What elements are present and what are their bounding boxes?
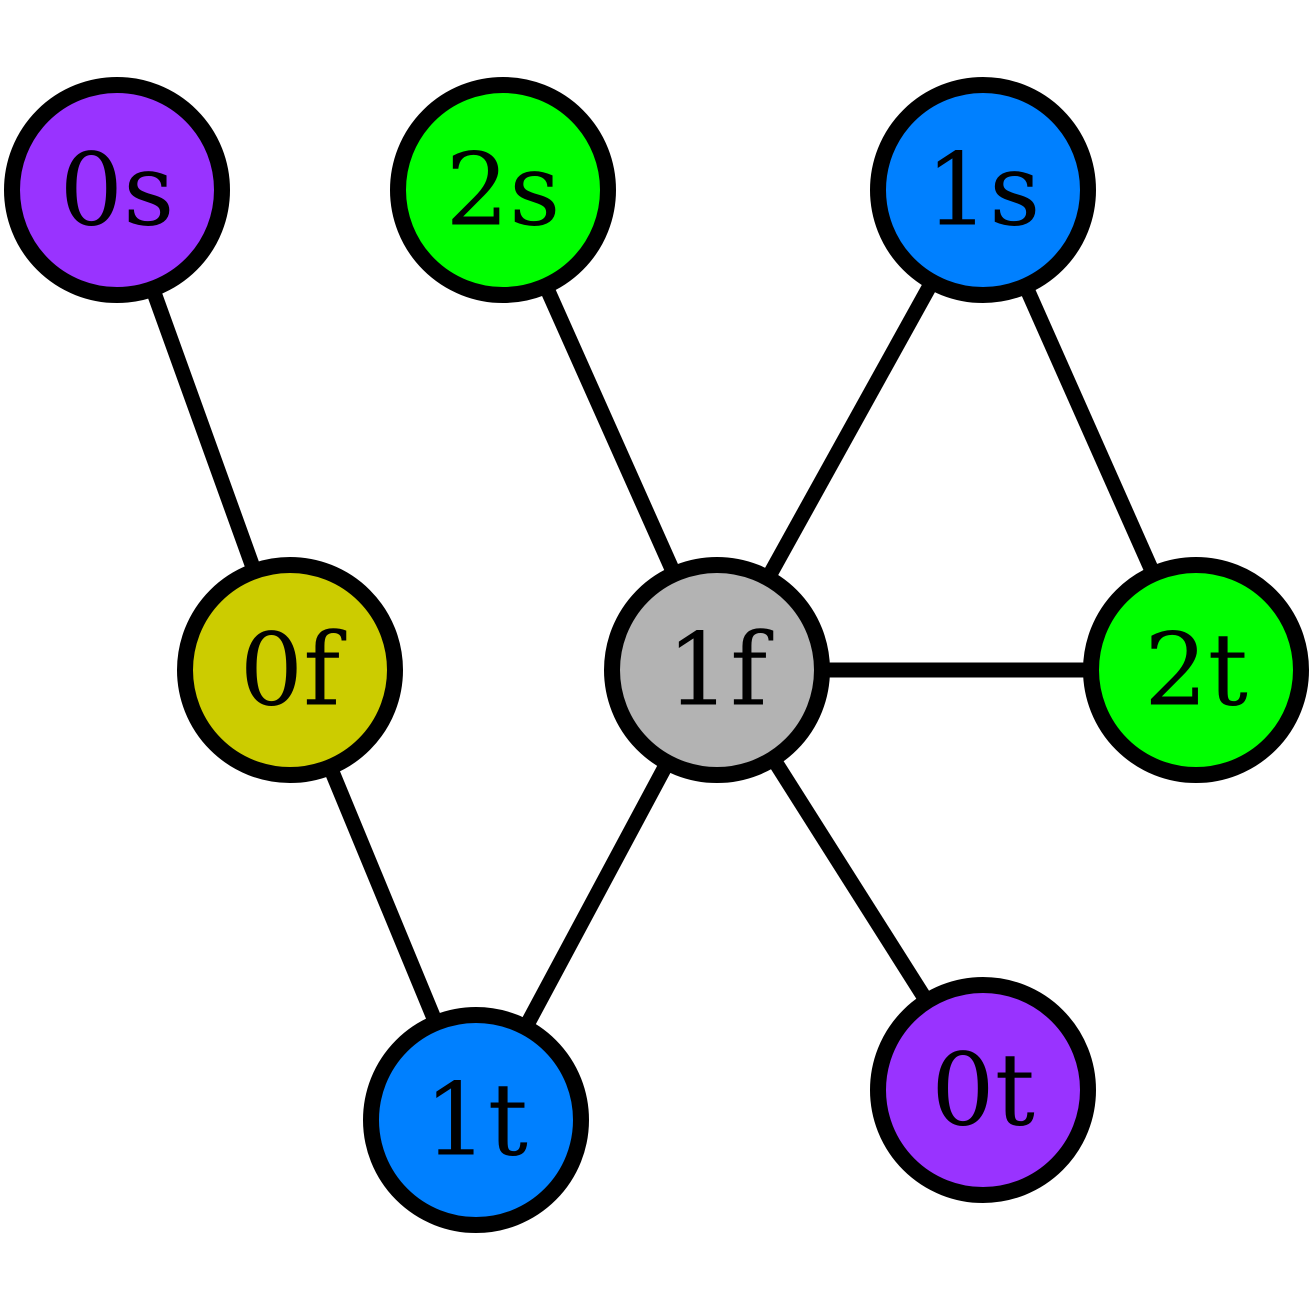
node-label-1t: 1t — [424, 1062, 528, 1179]
node-label-0s: 0s — [60, 132, 175, 249]
node-circle-1t — [363, 1007, 589, 1233]
node-label-1s: 1s — [926, 132, 1041, 249]
node-label-1f: 1f — [667, 612, 775, 729]
node-circle-1s — [870, 77, 1096, 303]
node-label-0t: 0t — [931, 1032, 1035, 1149]
node-circle-0t — [870, 977, 1096, 1203]
node-1s: 1s — [870, 77, 1096, 303]
node-circle-0f — [177, 557, 403, 783]
node-circle-1f — [604, 557, 830, 783]
node-0s: 0s — [4, 77, 230, 303]
node-label-0f: 0f — [240, 612, 348, 729]
node-label-2t: 2t — [1144, 612, 1248, 729]
node-0t: 0t — [870, 977, 1096, 1203]
node-circle-2s — [390, 77, 616, 303]
node-label-2s: 2s — [446, 132, 561, 249]
node-circle-2t — [1083, 557, 1309, 783]
node-0f: 0f — [177, 557, 403, 783]
node-2t: 2t — [1083, 557, 1309, 783]
node-2s: 2s — [390, 77, 616, 303]
node-1f: 1f — [604, 557, 830, 783]
node-1t: 1t — [363, 1007, 589, 1233]
nodes-layer: 0s 2s 1s 0f 1f 2t 1t 0t — [4, 77, 1309, 1233]
node-circle-0s — [4, 77, 230, 303]
